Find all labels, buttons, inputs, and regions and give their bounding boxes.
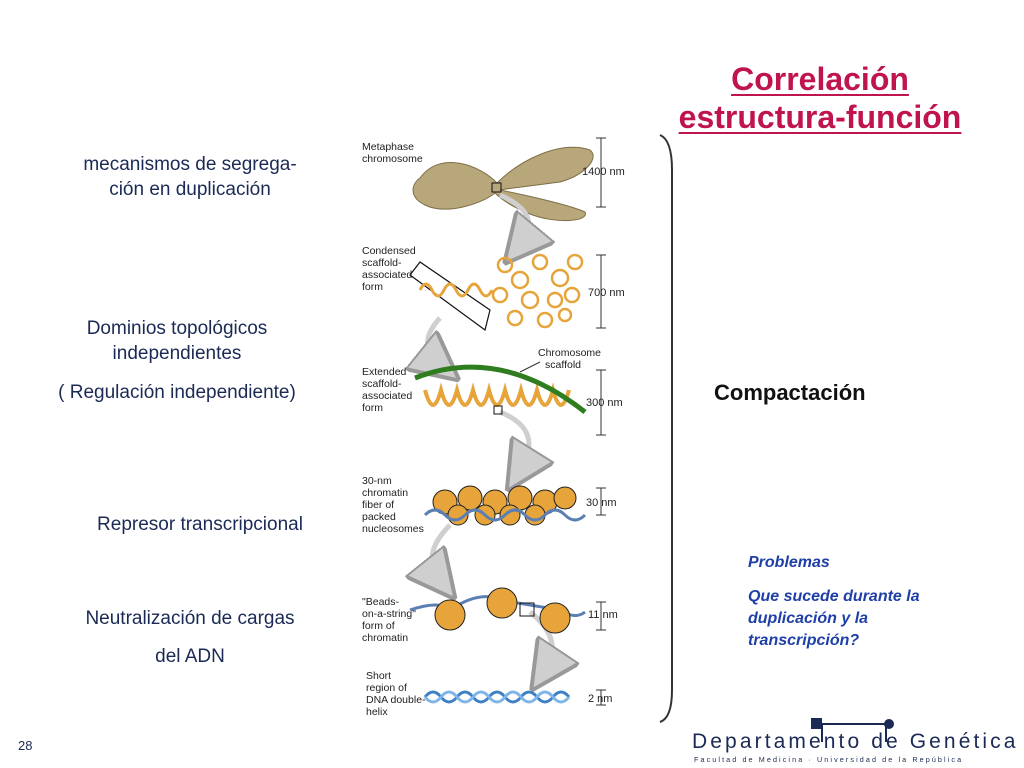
scale-beads: 11 nm: [588, 609, 618, 621]
problems-heading: Problemas: [748, 554, 830, 571]
chromatin-fiber-icon: [423, 485, 587, 526]
stage-label-extended-4: form: [362, 402, 383, 414]
label-domains-line1: Dominios topológicos: [86, 318, 268, 339]
label-segregation: mecanismos de segrega- ción en duplicaci…: [40, 152, 340, 202]
scaffold-label-1: Chromosome: [538, 347, 601, 359]
scale-bars: [596, 137, 606, 706]
label-domains: Dominios topológicos independientes ( Re…: [22, 316, 332, 405]
department-logo: Departamento de Genética Facultad de Med…: [692, 718, 1019, 764]
stage-label-dna-4: helix: [366, 706, 388, 718]
label-repressor: Represor transcripcional: [97, 514, 303, 535]
label-domains-line3: ( Regulación independiente): [58, 382, 296, 403]
arrow-5: [528, 610, 552, 670]
stage-label-metaphase-1: Metaphase: [362, 141, 414, 153]
stage-label-dna-2: region of: [366, 682, 407, 694]
scaffold-label-2: scaffold: [545, 359, 581, 371]
stage-label-condensed-4: form: [362, 281, 383, 293]
extended-form-icon: [414, 361, 587, 415]
arrow-4: [432, 523, 450, 580]
slide-title: Correlación estructura-función: [640, 60, 1000, 136]
logo-subtitle: Facultad de Medicina · Universidad de la…: [694, 755, 963, 764]
stage-label-fiber-1: 30-nm: [362, 475, 392, 487]
problems-question-line1: Que sucede durante la: [748, 588, 920, 605]
stage-label-dna-1: Short: [366, 670, 391, 682]
title-line-2: estructura-función: [678, 99, 962, 135]
stage-label-condensed-1: Condensed: [362, 245, 416, 257]
scale-dna: 2 nm: [588, 693, 612, 705]
problems-question-line2: duplicación y la: [748, 610, 869, 627]
problems-question-line3: transcripción?: [748, 632, 860, 649]
scale-fiber: 30 nm: [586, 497, 617, 509]
stage-label-extended-3: associated: [362, 390, 412, 402]
metaphase-chromosome-icon: [412, 146, 594, 222]
stage-label-condensed-3: associated: [362, 269, 412, 281]
label-neutral-line2: del ADN: [155, 646, 225, 667]
problems-box: Problemas Que sucede durante la duplicac…: [748, 552, 998, 652]
stage-label-beads-4: chromatin: [362, 632, 408, 644]
stage-label-condensed-2: scaffold-: [362, 257, 402, 269]
stage-label-beads-2: on-a-string": [362, 608, 416, 620]
label-segregation-line2: ción en duplicación: [109, 179, 271, 200]
slide-number: 28: [18, 738, 33, 753]
scale-metaphase: 1400 nm: [582, 166, 625, 178]
stage-label-metaphase-2: chromosome: [362, 153, 423, 165]
compaction-brace: [659, 134, 673, 723]
stage-label-fiber-5: nucleosomes: [362, 523, 424, 535]
label-neutral-line1: Neutralización de cargas: [85, 608, 295, 629]
stage-label-fiber-2: chromatin: [362, 487, 408, 499]
scale-condensed: 700 nm: [588, 287, 625, 299]
stage-label-fiber-4: packed: [362, 511, 396, 523]
arrow-3: [499, 409, 529, 470]
stage-label-beads-1: "Beads-: [362, 596, 399, 608]
arrow-1: [498, 192, 529, 245]
condensed-form-icon: [409, 253, 584, 332]
stage-label-extended-1: Extended: [362, 366, 407, 378]
label-neutralization: Neutralización de cargas del ADN: [40, 600, 340, 676]
title-line-1: Correlación: [731, 61, 909, 97]
logo-name: Departamento de Genética: [692, 730, 1019, 753]
label-domains-line2: independientes: [112, 343, 242, 364]
beads-on-string-icon: [409, 587, 586, 634]
stage-label-fiber-3: fiber of: [362, 499, 394, 511]
scale-extended: 300 nm: [586, 397, 623, 409]
stage-label-dna-3: DNA double-: [366, 694, 426, 706]
chromosome-scaffold: [414, 364, 587, 414]
arrow-2: [428, 316, 441, 365]
stage-label-extended-2: scaffold-: [362, 378, 402, 390]
compaction-label: Compactación: [714, 380, 866, 405]
label-segregation-line1: mecanismos de segrega-: [83, 154, 297, 175]
stage-label-beads-3: form of: [362, 620, 395, 632]
dna-helix-icon: [423, 690, 571, 704]
